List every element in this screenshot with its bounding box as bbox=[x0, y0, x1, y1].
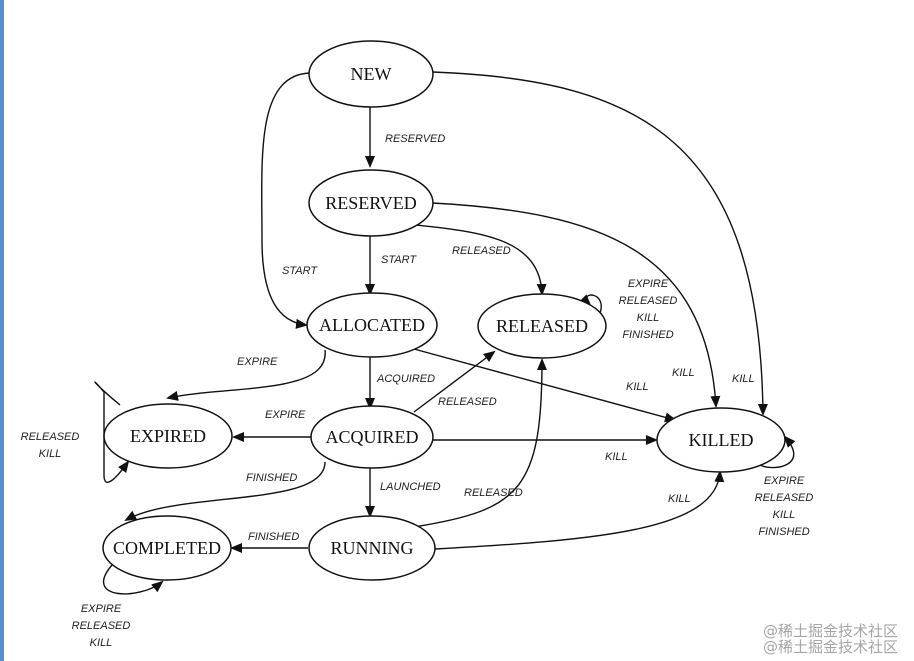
label-acquired-expired: EXPIRE bbox=[265, 409, 306, 421]
edge-acquired-completed bbox=[124, 461, 326, 521]
state-completed: COMPLETED bbox=[102, 515, 232, 581]
state-running: RUNNING bbox=[308, 515, 436, 581]
label-running-released: RELEASED bbox=[464, 487, 523, 499]
label-new-reserved: RESERVED bbox=[385, 133, 445, 145]
edge-completed-self bbox=[103, 564, 164, 595]
label-allocated-killed: KILL bbox=[626, 381, 649, 393]
state-running-label: RUNNING bbox=[331, 538, 414, 558]
label-killed-self: EXPIRE RELEASED KILL FINISHED bbox=[755, 475, 814, 538]
label-running-killed: KILL bbox=[668, 493, 691, 505]
label-acquired-completed: FINISHED bbox=[246, 472, 297, 484]
label-running-completed: FINISHED bbox=[248, 531, 299, 543]
label-reserved-allocated: START bbox=[381, 254, 417, 266]
label-new-allocated: START bbox=[282, 265, 318, 277]
label-released-self-expire: EXPIRE bbox=[628, 278, 669, 290]
edge-allocated-expired bbox=[166, 349, 326, 401]
label-completed-self-expire: EXPIRE bbox=[81, 603, 122, 615]
label-expired-self: RELEASED KILL bbox=[21, 431, 80, 460]
edge-acquired-released bbox=[413, 350, 496, 413]
label-completed-self-kill: KILL bbox=[90, 637, 113, 649]
label-released-self-kill: KILL bbox=[637, 312, 660, 324]
state-reserved-label: RESERVED bbox=[325, 193, 417, 213]
state-killed-label: KILLED bbox=[689, 430, 754, 450]
edge-released-self bbox=[579, 294, 602, 319]
edge-reserved-released bbox=[415, 224, 547, 296]
label-expired-self-released: RELEASED bbox=[21, 431, 80, 443]
watermark-line-2: @稀土掘金技术社区 bbox=[762, 638, 898, 656]
edge-running-released bbox=[413, 358, 547, 528]
state-allocated: ALLOCATED bbox=[306, 292, 438, 358]
label-acquired-killed: KILL bbox=[605, 451, 628, 463]
window-edge bbox=[0, 0, 4, 661]
edge-running-killed bbox=[434, 470, 725, 550]
label-released-self-released: RELEASED bbox=[619, 295, 678, 307]
label-killed-self-finished: FINISHED bbox=[758, 526, 809, 538]
state-reserved: RESERVED bbox=[308, 169, 434, 237]
state-acquired-label: ACQUIRED bbox=[326, 427, 419, 447]
state-completed-label: COMPLETED bbox=[113, 538, 221, 558]
state-allocated-label: ALLOCATED bbox=[319, 315, 425, 335]
state-new-label: NEW bbox=[351, 64, 392, 84]
edge-expired-self bbox=[94, 381, 130, 483]
edge-allocated-killed bbox=[413, 348, 677, 423]
label-allocated-acquired: ACQUIRED bbox=[376, 373, 435, 385]
state-new: NEW bbox=[308, 40, 434, 108]
label-released-self-finished: FINISHED bbox=[622, 329, 673, 341]
label-killed-self-kill: KILL bbox=[773, 509, 796, 521]
label-expired-self-kill: KILL bbox=[39, 448, 62, 460]
watermark-line-1: @稀土掘金技术社区 bbox=[762, 622, 898, 640]
edge-new-killed bbox=[432, 71, 768, 416]
label-released-self: EXPIRE RELEASED KILL FINISHED bbox=[619, 278, 678, 341]
label-acquired-running: LAUNCHED bbox=[380, 481, 441, 493]
label-new-killed: KILL bbox=[732, 373, 755, 385]
state-released: RELEASED bbox=[477, 293, 607, 359]
label-completed-self-released: RELEASED bbox=[72, 620, 131, 632]
state-expired: EXPIRED bbox=[103, 403, 233, 469]
label-allocated-expired: EXPIRE bbox=[237, 356, 278, 368]
label-completed-self: EXPIRE RELEASED KILL bbox=[72, 603, 131, 649]
watermark: @稀土掘金技术社区 @稀土掘金技术社区 bbox=[763, 623, 898, 655]
label-killed-self-released: RELEASED bbox=[755, 492, 814, 504]
edge-killed-self bbox=[759, 435, 796, 469]
label-acquired-released: RELEASED bbox=[438, 396, 497, 408]
label-reserved-released: RELEASED bbox=[452, 245, 511, 257]
state-released-label: RELEASED bbox=[496, 316, 588, 336]
edge-new-allocated bbox=[261, 72, 311, 329]
label-killed-self-expire: EXPIRE bbox=[764, 475, 805, 487]
label-reserved-killed: KILL bbox=[672, 367, 695, 379]
state-acquired: ACQUIRED bbox=[310, 405, 434, 469]
state-expired-label: EXPIRED bbox=[130, 426, 206, 446]
edge-reserved-killed bbox=[431, 202, 721, 408]
state-killed: KILLED bbox=[656, 407, 786, 473]
